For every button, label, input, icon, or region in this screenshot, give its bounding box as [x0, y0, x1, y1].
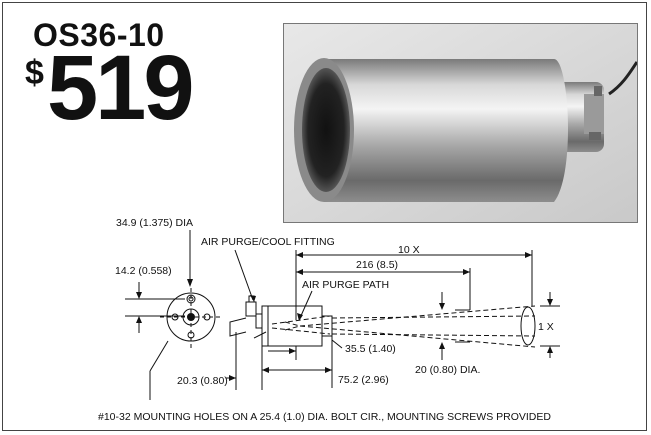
cable	[229, 317, 247, 337]
dim-355-label: 35.5 (1.40)	[345, 343, 396, 355]
fitting-label: AIR PURGE/COOL FITTING	[201, 236, 335, 248]
dia-label: 34.9 (1.375) DIA	[116, 217, 193, 229]
dim-752-label: 75.2 (2.96)	[338, 374, 389, 386]
purge-flow-1	[284, 321, 301, 327]
spot-20-arrowhead-top	[439, 303, 445, 310]
spot-20-arrowhead-bottom	[439, 342, 445, 349]
spot-dia-label: 20 (0.80) DIA.	[415, 364, 480, 376]
ratio-arrowhead-right	[525, 252, 532, 258]
housing-tail	[321, 315, 333, 337]
product-photo	[283, 23, 638, 223]
footer-leader	[149, 340, 169, 372]
cable-stub	[253, 331, 267, 339]
dim-355-leader	[331, 339, 343, 349]
model-number: OS36-10	[33, 17, 165, 53]
purge-path-arrowhead	[297, 313, 303, 321]
fov-lower-line	[299, 325, 536, 348]
dim-203-label: 20.3 (0.80)	[177, 375, 228, 387]
dim-142-arrowhead-bottom	[136, 316, 142, 323]
spot-1x-arrowhead-bottom	[547, 346, 553, 353]
price-value: 519	[47, 37, 194, 139]
dim-355-arrowhead	[289, 348, 296, 354]
dia-arrow	[187, 279, 193, 287]
length-216-arrowhead-left	[296, 269, 303, 275]
length-216-arrowhead-right	[463, 269, 470, 275]
front-view	[160, 288, 222, 350]
spot-1x-arrowhead-top	[547, 299, 553, 306]
purge-flow-2	[284, 325, 301, 331]
dim-752-arrowhead-right	[325, 367, 332, 373]
purge-path-leader	[299, 290, 313, 319]
sensor-photo-image	[284, 24, 637, 222]
spot-label: 1 X	[538, 321, 554, 333]
fov-inner-upper	[331, 315, 536, 319]
purge-flow-upper	[271, 315, 331, 325]
price-currency-symbol: $	[25, 54, 44, 92]
ratio-arrowhead-left	[296, 252, 303, 258]
side-view	[229, 295, 333, 347]
purge-path-label: AIR PURGE PATH	[302, 279, 389, 291]
fitting-leader	[234, 249, 254, 301]
length-216-label: 216 (8.5)	[356, 259, 398, 271]
dim-752-arrowhead-left	[262, 367, 269, 373]
ratio-label: 10 X	[398, 244, 420, 256]
fov-inner-lower	[331, 333, 536, 337]
housing-connector	[255, 313, 263, 329]
fov-upper-line	[299, 305, 536, 327]
purge-flow-lower	[271, 327, 331, 335]
fitting-nipple	[248, 295, 255, 303]
housing-body	[261, 305, 323, 347]
dim-142-label: 14.2 (0.558)	[115, 265, 172, 277]
fitting-body	[245, 301, 257, 317]
spot-ellipse	[520, 306, 536, 346]
dim-203-arrowhead	[229, 375, 236, 381]
footer-note: #10-32 MOUNTING HOLES ON A 25.4 (1.0) DI…	[98, 411, 551, 423]
dim-142-arrowhead-top	[136, 292, 142, 299]
